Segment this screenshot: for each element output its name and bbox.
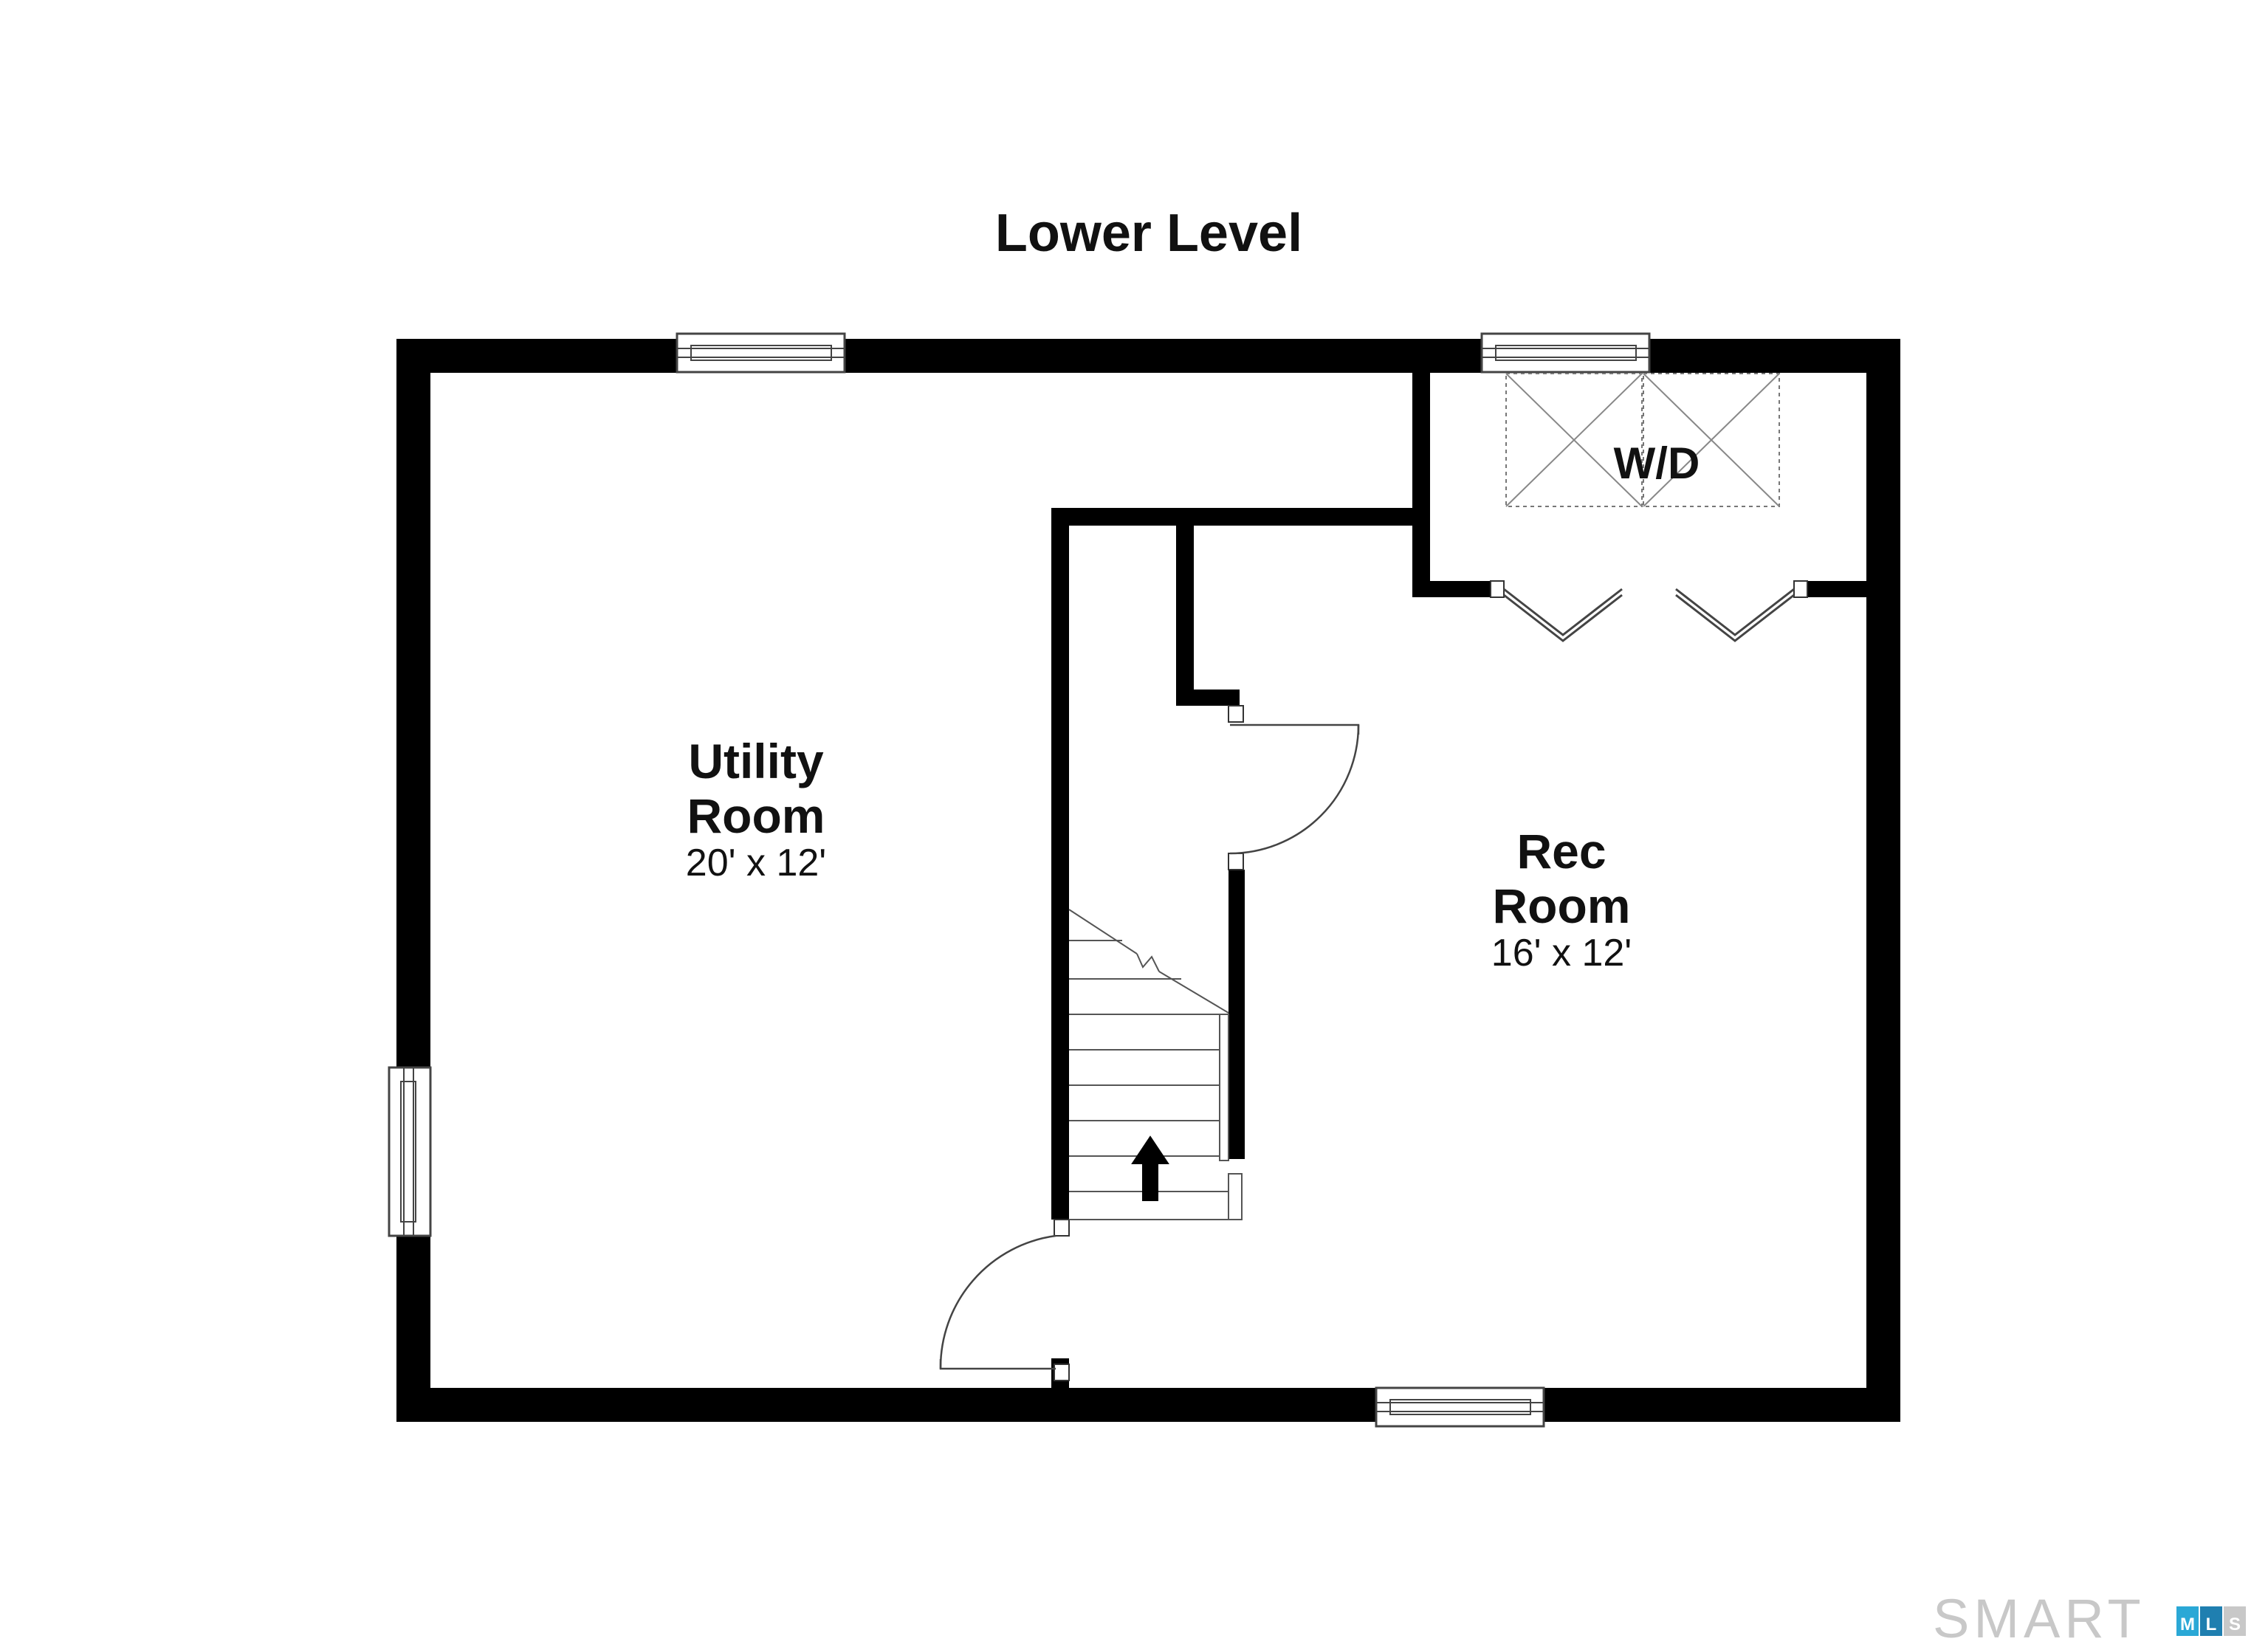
interior-walls	[1051, 508, 1430, 1389]
smart-mls-logo: SMART M L S	[1933, 1588, 2246, 1647]
outer-walls	[396, 339, 1900, 1422]
window-top-right	[1480, 332, 1651, 374]
window-top-left	[676, 332, 846, 374]
window-bottom	[1375, 1386, 1545, 1428]
wall-top	[396, 339, 1900, 373]
bifold-left	[1503, 588, 1623, 636]
door-utility	[939, 1234, 1056, 1370]
room-name-line1: Utility	[688, 734, 824, 788]
logo-badge-m	[2176, 1606, 2199, 1636]
door-jambs	[1054, 580, 1808, 1381]
room-name-line2: Room	[687, 788, 825, 843]
room-size: 20' x 12'	[686, 842, 826, 884]
svg-text:M: M	[2180, 1615, 2195, 1634]
room-size: 16' x 12'	[1491, 932, 1632, 974]
logo-text: SMART	[1933, 1588, 2145, 1647]
svg-text:L: L	[2206, 1615, 2217, 1634]
room-name-line2: Room	[1493, 878, 1631, 933]
bifold-right	[1675, 588, 1795, 636]
door-rec-room	[1229, 723, 1360, 855]
wall-left	[396, 339, 430, 1422]
wall-bottom	[396, 1388, 1900, 1422]
bifold-left-inner	[1503, 594, 1623, 642]
room-name-line1: Rec	[1516, 824, 1606, 878]
up-arrow-icon	[1131, 1135, 1169, 1201]
wd-label: W/D	[1614, 439, 1700, 488]
room-utility: Utility Room 20' x 12'	[686, 734, 826, 884]
plan-title: Lower Level	[995, 204, 1302, 263]
bifold-doors	[1503, 588, 1795, 642]
dryer	[1643, 373, 1780, 507]
wall-right	[1866, 339, 1900, 1422]
staircase	[1068, 909, 1243, 1220]
svg-text:S: S	[2229, 1615, 2241, 1634]
bifold-right-inner	[1675, 594, 1795, 642]
room-rec: Rec Room 16' x 12'	[1491, 824, 1632, 974]
window-left	[388, 1066, 432, 1237]
washer-dryer: W/D	[1505, 373, 1780, 507]
door-swings	[939, 723, 1360, 1370]
laundry-walls	[1412, 371, 1868, 597]
logo-badge-s	[2224, 1606, 2246, 1636]
washer	[1505, 373, 1643, 507]
logo-badge-l	[2200, 1606, 2222, 1636]
